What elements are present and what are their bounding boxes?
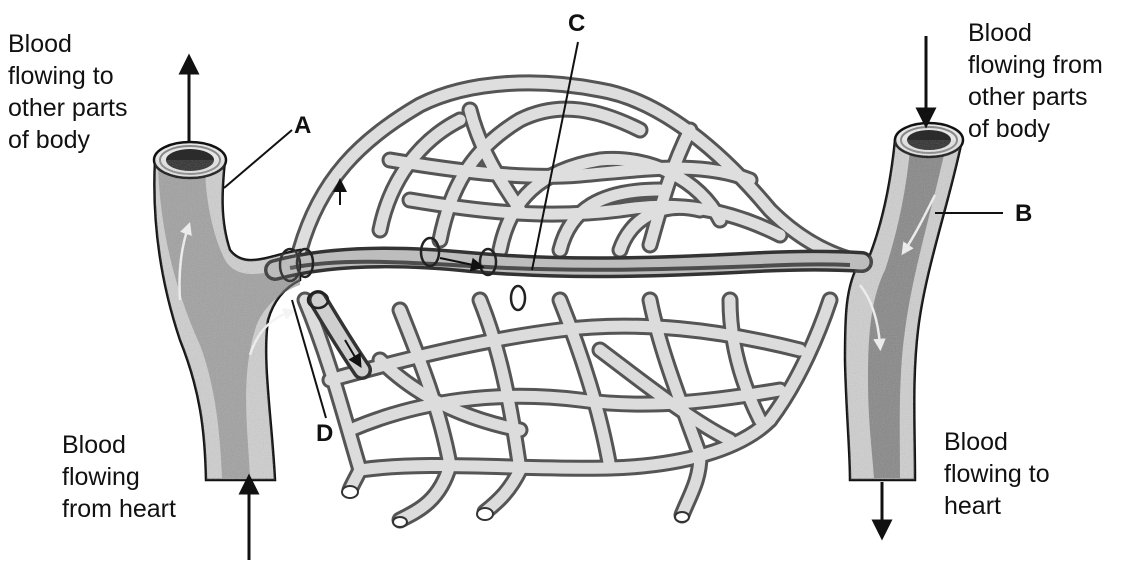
capillary-network-upper [300,83,860,262]
caption-top-left: Blood flowing to other parts of body [8,28,128,156]
label-a: A [294,112,311,140]
caption-bottom-left: Blood flowing from heart [62,429,176,525]
caption-top-right: Blood flowing from other parts of body [968,17,1103,145]
caption-bottom-right: Blood flowing to heart [944,426,1050,522]
capillary-network-lower [305,300,830,527]
leader-a [224,130,292,188]
label-c: C [568,10,585,38]
label-d: D [316,420,333,448]
label-b: B [1015,200,1032,228]
